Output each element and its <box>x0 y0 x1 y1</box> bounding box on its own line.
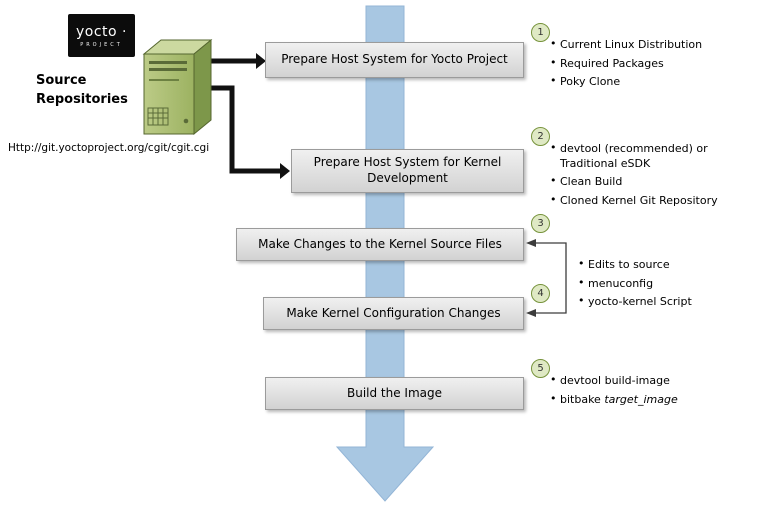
bullet-item: menuconfig <box>577 276 732 292</box>
bullet-item: Cloned Kernel Git Repository <box>549 193 741 209</box>
step-box-3: Make Changes to the Kernel Source Files <box>236 228 524 261</box>
step-box-1: Prepare Host System for Yocto Project <box>265 42 524 78</box>
bracket-connector-icon <box>526 239 567 317</box>
bullet-item: devtool (recommended) or Traditional eSD… <box>549 141 741 171</box>
bullet-item: Poky Clone <box>549 74 754 90</box>
bullet-item: Edits to source <box>577 257 732 273</box>
step-box-2: Prepare Host System for Kernel Developme… <box>291 149 524 193</box>
step-box-5: Build the Image <box>265 377 524 410</box>
bullet-item: Required Packages <box>549 56 754 72</box>
step3-4-shared-bullet-list: Edits to source menuconfig yocto-kernel … <box>577 257 732 314</box>
bullet-item: Current Linux Distribution <box>549 37 754 53</box>
source-repositories-label: Source Repositories <box>36 73 128 107</box>
bullet-item: bitbake target_image <box>549 392 724 408</box>
yocto-logo: yocto · PROJECT <box>68 14 135 57</box>
step-number-3: 3 <box>531 214 550 233</box>
source-repo-url: Http://git.yoctoproject.org/cgit/cgit.cg… <box>8 142 210 154</box>
arrow-to-step2-icon <box>211 85 290 179</box>
step5-bullet-list: devtool build-image bitbake target_image <box>549 373 724 411</box>
bullet-item: Clean Build <box>549 174 741 190</box>
yocto-logo-text: yocto · <box>75 23 127 40</box>
yocto-logo-subtext: PROJECT <box>80 41 123 48</box>
step1-bullet-list: Current Linux Distribution Required Pack… <box>549 37 754 94</box>
bullet-item: devtool build-image <box>549 373 724 389</box>
step2-bullet-list: devtool (recommended) or Traditional eSD… <box>549 141 741 212</box>
step-box-4: Make Kernel Configuration Changes <box>263 297 524 330</box>
arrow-to-step1-icon <box>211 53 266 69</box>
server-icon <box>142 38 213 136</box>
step-number-5: 5 <box>531 359 550 378</box>
step-number-1: 1 <box>531 23 550 42</box>
step-number-4: 4 <box>531 284 550 303</box>
bullet-text: bitbake <box>560 392 605 406</box>
bullet-item: yocto-kernel Script <box>577 294 732 310</box>
step-number-2: 2 <box>531 127 550 146</box>
bullet-text-italic: target_image <box>604 392 678 406</box>
